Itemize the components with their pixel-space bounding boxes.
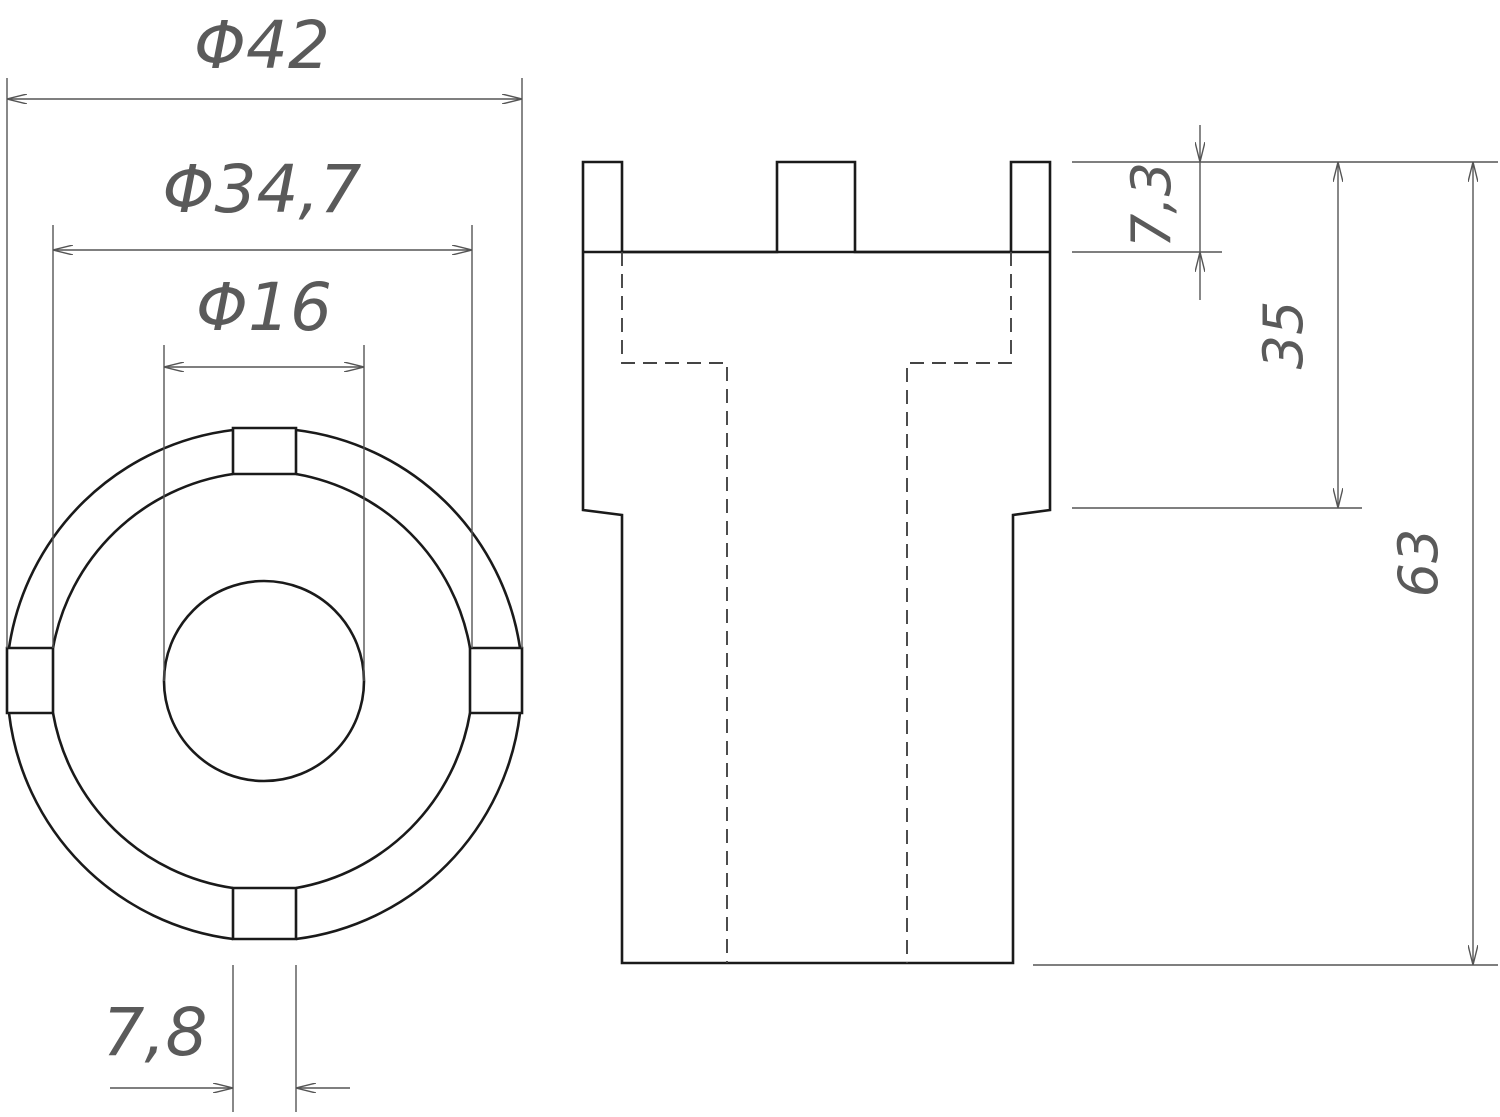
end-view [5,426,524,941]
end-view-dimensions: Φ42 Φ34,7 Φ16 7,8 [6,7,523,1112]
inner-circle [51,472,472,890]
side-view-dimensions: 7,3 35 63 [1033,125,1498,966]
slot-width-label: 7,8 [103,994,208,1071]
slot-right [468,646,524,715]
side-outline [581,160,1052,965]
slot-depth-label: 7,3 [1120,162,1183,248]
side-view [581,160,1052,965]
hidden-socket-left [621,252,728,963]
slot-top [231,426,298,476]
bore-circle [162,579,366,783]
socket-depth-label: 35 [1252,301,1315,370]
inner-diameter-label: Φ34,7 [163,151,362,228]
hidden-socket-right [906,252,1012,963]
outer-circle [7,428,522,941]
slot-bottom [231,886,298,941]
bore-diameter-label: Φ16 [196,269,332,346]
outer-diameter-label: Φ42 [194,7,330,84]
slot-left [5,646,55,715]
total-height-label: 63 [1387,529,1450,598]
